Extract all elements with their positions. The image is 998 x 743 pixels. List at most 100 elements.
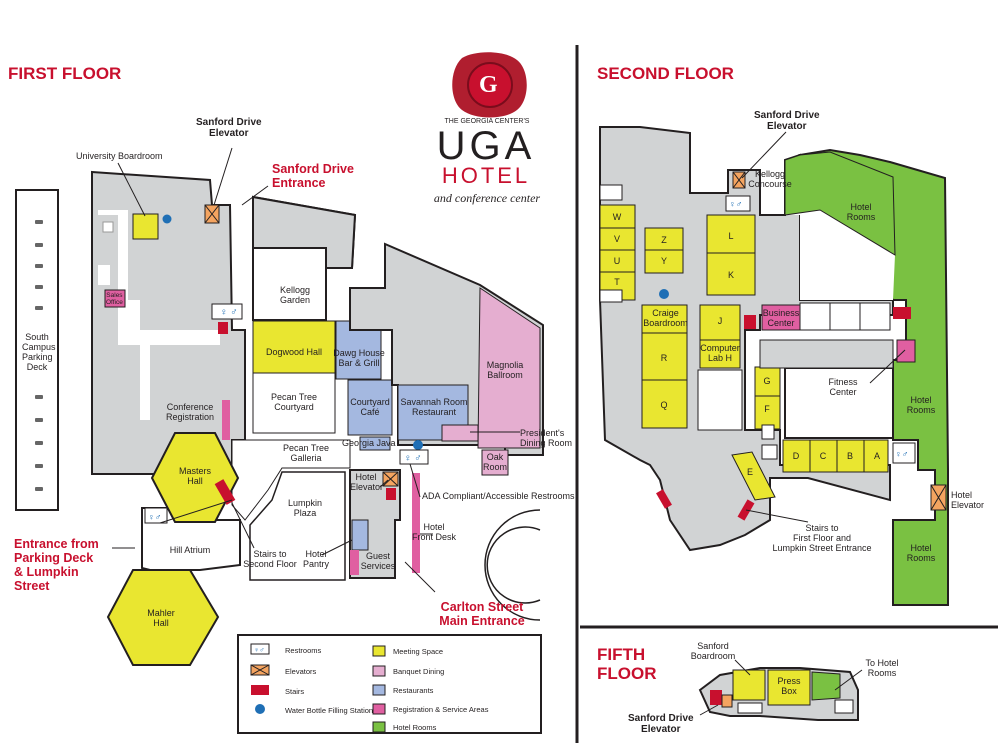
ada-restroom-icon xyxy=(399,449,429,465)
courtyard-void xyxy=(785,210,895,300)
label-mahler-hall: Mahler Hall xyxy=(147,608,175,628)
restroom-icon xyxy=(834,699,854,714)
restroom-icon xyxy=(725,195,751,212)
label-georgia-java: Georgia Java xyxy=(342,438,396,448)
georgia-java[interactable] xyxy=(359,436,391,451)
label-room-q: Q xyxy=(660,400,668,410)
sales-office[interactable] xyxy=(104,289,126,308)
label-sales-office: Sales Office xyxy=(106,292,123,306)
university-boardroom[interactable] xyxy=(132,213,159,240)
room-row xyxy=(799,302,891,331)
legend-restaurants: Restaurants xyxy=(393,686,434,695)
label-computer-lab: Computer Lab H xyxy=(700,343,740,363)
label-business-center: Business Center xyxy=(762,308,800,328)
label-room-g: G xyxy=(763,376,771,386)
conference-registration-desk[interactable] xyxy=(222,400,230,440)
meeting-room-e[interactable] xyxy=(731,451,776,501)
label-room-b: B xyxy=(846,451,853,461)
label-room-v: V xyxy=(613,234,620,244)
label-room-f: F xyxy=(764,404,770,414)
leader-lines xyxy=(112,147,520,593)
corridor xyxy=(98,210,220,420)
sanford-boardroom[interactable] xyxy=(732,669,766,701)
dogwood-hall[interactable] xyxy=(252,320,336,374)
label-room-e: E xyxy=(746,467,753,477)
label-ada-restrooms: ADA Compliant/Accessible Restrooms xyxy=(422,491,575,501)
label-conference-registration: Conference Registration xyxy=(165,402,215,422)
label-fitness-center: Fitness Center xyxy=(828,377,858,397)
parking-deck xyxy=(15,189,59,511)
guest-services-desk[interactable] xyxy=(350,550,359,575)
hotel-rooms-top[interactable] xyxy=(784,151,896,256)
legend-banquet: Banquet Dining xyxy=(393,667,445,676)
craige-boardroom[interactable] xyxy=(641,304,688,334)
sanford-elevator-icon xyxy=(721,694,733,708)
press-box[interactable] xyxy=(767,669,811,706)
label-oak-room: Oak Room xyxy=(482,452,507,472)
corridor xyxy=(98,265,110,285)
restroom-icon xyxy=(144,507,168,524)
label-sanford-entrance: Sanford Drive Entrance xyxy=(272,162,354,190)
carlton-drive-circle-inner xyxy=(486,526,541,604)
magnolia-ballroom[interactable] xyxy=(477,287,541,449)
label-dawg-house: Dawg House Bar & Grill xyxy=(333,348,385,368)
label-pecan-courtyard: Pecan Tree Courtyard xyxy=(270,392,318,412)
meeting-rooms-wvut[interactable] xyxy=(599,204,636,301)
oak-room[interactable] xyxy=(481,449,509,476)
restroom-icon xyxy=(892,442,916,464)
label-room-d: D xyxy=(792,451,800,461)
label-2f-hotel-elevator: Hotel Elevator xyxy=(951,490,985,510)
masters-hall[interactable] xyxy=(150,432,240,523)
label-kellogg-garden: Kellogg Garden xyxy=(279,285,311,305)
first-floor-title: FIRST FLOOR xyxy=(8,64,122,83)
presidents-dining-room[interactable] xyxy=(441,424,479,442)
room-row xyxy=(759,339,894,369)
label-room-l: L xyxy=(728,231,734,241)
lumpkin-plaza xyxy=(249,471,346,581)
restroom-icon xyxy=(599,289,623,303)
door xyxy=(102,221,114,233)
label-magnolia-ballroom: Magnolia Ballroom xyxy=(486,360,524,380)
room xyxy=(697,369,743,431)
label-sanford-boardroom: Sanford Boardroom xyxy=(690,641,736,661)
fifth-floor-hotel-rooms[interactable] xyxy=(811,671,841,701)
fitness-center[interactable] xyxy=(784,367,894,439)
leader-lines xyxy=(741,131,906,523)
logo-seal-letter: G xyxy=(479,72,498,98)
label-hotel-pantry: Hotel Pantry xyxy=(302,549,329,569)
logo-hotel: HOTEL xyxy=(441,163,531,188)
meeting-rooms-gf[interactable] xyxy=(754,366,781,430)
svg-text:♀ ♂: ♀ ♂ xyxy=(404,453,422,464)
label-craige-boardroom: Craige Boardroom xyxy=(643,308,688,328)
courtyard-cafe[interactable] xyxy=(347,379,393,436)
computer-lab-h[interactable] xyxy=(699,339,741,369)
label-entrance-parking: Entrance from Parking Deck & Lumpkin Str… xyxy=(14,537,99,593)
mahler-hall[interactable] xyxy=(106,569,220,666)
map-legend: ♀♂ Restrooms Elevators Stairs Water Bott… xyxy=(237,634,542,734)
legend-hotel-rooms: Hotel Rooms xyxy=(393,723,437,732)
label-room-c: C xyxy=(819,451,827,461)
svg-text:♀♂: ♀♂ xyxy=(895,449,909,459)
meeting-rooms-dcba[interactable] xyxy=(782,439,889,473)
fifth-floor-title: FIFTH FLOOR xyxy=(597,645,657,683)
legend-registration: Registration & Service Areas xyxy=(393,705,489,714)
pecan-tree-courtyard xyxy=(252,372,336,434)
meeting-rooms-lk[interactable] xyxy=(706,214,756,296)
label-hotel-front-desk: Hotel Front Desk xyxy=(412,522,457,542)
label-lumpkin-plaza: Lumpkin Plaza xyxy=(287,498,323,518)
legend-restrooms: Restrooms xyxy=(285,646,322,655)
label-carlton-main-entrance: Carlton Street Main Entrance xyxy=(439,600,525,628)
stairs-icon xyxy=(893,307,911,319)
label-room-u: U xyxy=(613,256,621,266)
label-parking-deck: South Campus Parking Deck xyxy=(22,332,56,372)
building-wall xyxy=(252,195,357,269)
parking-car-icons xyxy=(35,220,43,491)
label-pecan-galleria: Pecan Tree Galleria xyxy=(282,443,330,463)
uga-hotel-logo-seal xyxy=(452,52,527,118)
label-dogwood-hall: Dogwood Hall xyxy=(265,347,323,357)
legend-swatches: ♀♂ xyxy=(250,643,386,733)
hotel-front-desk[interactable] xyxy=(412,473,420,573)
label-room-a: A xyxy=(873,451,880,461)
legend-meeting: Meeting Space xyxy=(393,647,444,656)
label-stairs-first-floor: Stairs to First Floor and Lumpkin Street… xyxy=(772,523,872,553)
